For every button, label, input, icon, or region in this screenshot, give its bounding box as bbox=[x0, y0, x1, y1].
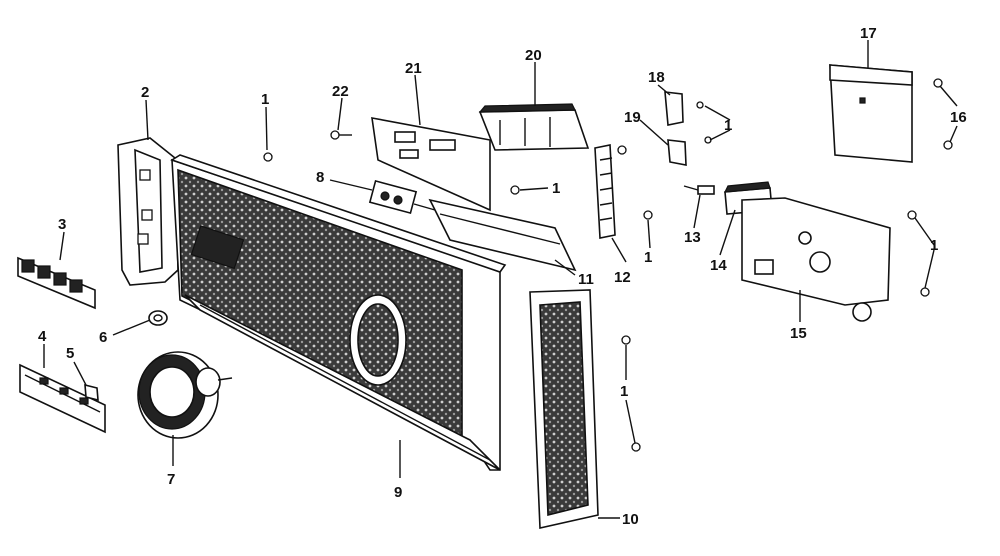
label-12: 12 bbox=[614, 269, 631, 286]
part-9-console-panel bbox=[170, 154, 507, 471]
label-17: 17 bbox=[860, 25, 877, 42]
label-1-d: 1 bbox=[620, 383, 628, 400]
part-18-clip bbox=[664, 91, 684, 126]
label-1-b: 1 bbox=[552, 180, 560, 197]
part-21-mounting-plate bbox=[371, 117, 491, 212]
label-1-f: 1 bbox=[724, 117, 732, 134]
label-13: 13 bbox=[684, 229, 701, 246]
part-7-dial-knob bbox=[137, 351, 233, 439]
label-16: 16 bbox=[950, 109, 967, 126]
part-15-timer bbox=[741, 197, 891, 322]
label-5: 5 bbox=[66, 345, 74, 362]
part-8-switch bbox=[368, 179, 436, 215]
label-18: 18 bbox=[648, 69, 665, 86]
part-20-module bbox=[478, 103, 590, 151]
label-8: 8 bbox=[316, 169, 324, 186]
label-4: 4 bbox=[38, 328, 47, 345]
label-19: 19 bbox=[624, 109, 641, 126]
label-9: 9 bbox=[394, 484, 402, 501]
part-4-button-bracket bbox=[19, 363, 106, 434]
callout-labels: 1 2 3 4 5 6 7 8 9 10 11 12 13 14 15 16 1… bbox=[38, 25, 967, 528]
label-1-a: 1 bbox=[261, 91, 269, 108]
part-17-cover-plate bbox=[829, 64, 913, 163]
label-7: 7 bbox=[167, 471, 175, 488]
part-5-clip bbox=[84, 383, 99, 402]
part-6-knob-insert bbox=[148, 310, 168, 326]
label-6: 6 bbox=[99, 329, 107, 346]
part-16-screws bbox=[933, 78, 953, 150]
part-12-terminal-strip bbox=[594, 144, 616, 239]
label-1-e: 1 bbox=[930, 237, 938, 254]
label-15: 15 bbox=[790, 325, 807, 342]
part-11-inner-bracket bbox=[428, 198, 577, 272]
part-2-end-bracket bbox=[117, 137, 179, 286]
leader-lines bbox=[43, 40, 958, 519]
part-1-screws bbox=[263, 101, 930, 452]
label-11: 11 bbox=[578, 271, 594, 288]
part-3-push-buttons bbox=[17, 256, 96, 310]
label-2: 2 bbox=[141, 84, 149, 101]
label-3: 3 bbox=[58, 216, 66, 233]
label-1-c: 1 bbox=[644, 249, 652, 266]
part-19-clip bbox=[667, 139, 687, 166]
part-10-mesh-side-panel bbox=[529, 289, 599, 529]
label-22: 22 bbox=[332, 83, 349, 100]
part-13-connector bbox=[683, 185, 715, 195]
label-20: 20 bbox=[525, 47, 542, 64]
label-10: 10 bbox=[622, 511, 639, 528]
part-22-screw bbox=[330, 130, 352, 140]
label-14: 14 bbox=[710, 257, 727, 274]
label-21: 21 bbox=[405, 60, 422, 77]
